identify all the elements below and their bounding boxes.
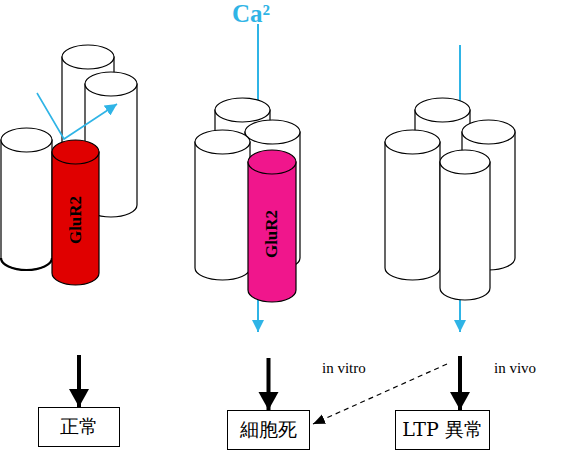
channel-subunit: GluR2 — [52, 140, 99, 285]
outcome-text: 正常 — [60, 414, 98, 440]
outcome-arrow — [267, 302, 271, 410]
cylinder-body — [52, 152, 99, 285]
channel-subunit-top — [462, 120, 515, 144]
channel-subunit-top — [85, 72, 137, 96]
channel-subunit — [385, 142, 440, 280]
cylinder-body — [248, 162, 296, 302]
channel-subunit-top — [215, 98, 270, 122]
channel-subunit-top — [385, 130, 440, 154]
condition-label: in vivo — [494, 360, 536, 377]
outcome-arrow — [458, 356, 462, 410]
deflected-ion-arrow — [37, 93, 117, 139]
channel-subunit — [440, 162, 490, 300]
outcome-text: 細胞死 — [240, 417, 297, 443]
subunit-name: GluR2 — [262, 210, 282, 258]
channel-subunit-top — [415, 98, 470, 122]
channel-subunit-top — [245, 120, 300, 144]
ion-label: Ca² — [232, 0, 270, 28]
channel-subunit-top — [440, 150, 490, 174]
subunit-name: GluR2 — [66, 196, 86, 244]
channel-subunit-top — [195, 130, 250, 154]
outcome-text: LTP 異常 — [402, 417, 483, 443]
channel-subunit: GluR2 — [248, 150, 296, 302]
outcome-arrow — [77, 285, 81, 407]
condition-label: in vitro — [322, 360, 366, 377]
channel-subunit-top — [62, 45, 114, 69]
outcome-box: 細胞死 — [227, 410, 310, 450]
channel-subunit-top — [1, 128, 52, 152]
outcome-box: LTP 異常 — [395, 410, 490, 450]
cylinder-top — [52, 140, 99, 164]
cylinder-top — [248, 150, 296, 174]
outcome-box: 正常 — [38, 407, 120, 447]
channel-subunit — [195, 142, 250, 280]
channel-subunit-edge — [1, 258, 52, 270]
channel-subunit — [1, 140, 52, 270]
